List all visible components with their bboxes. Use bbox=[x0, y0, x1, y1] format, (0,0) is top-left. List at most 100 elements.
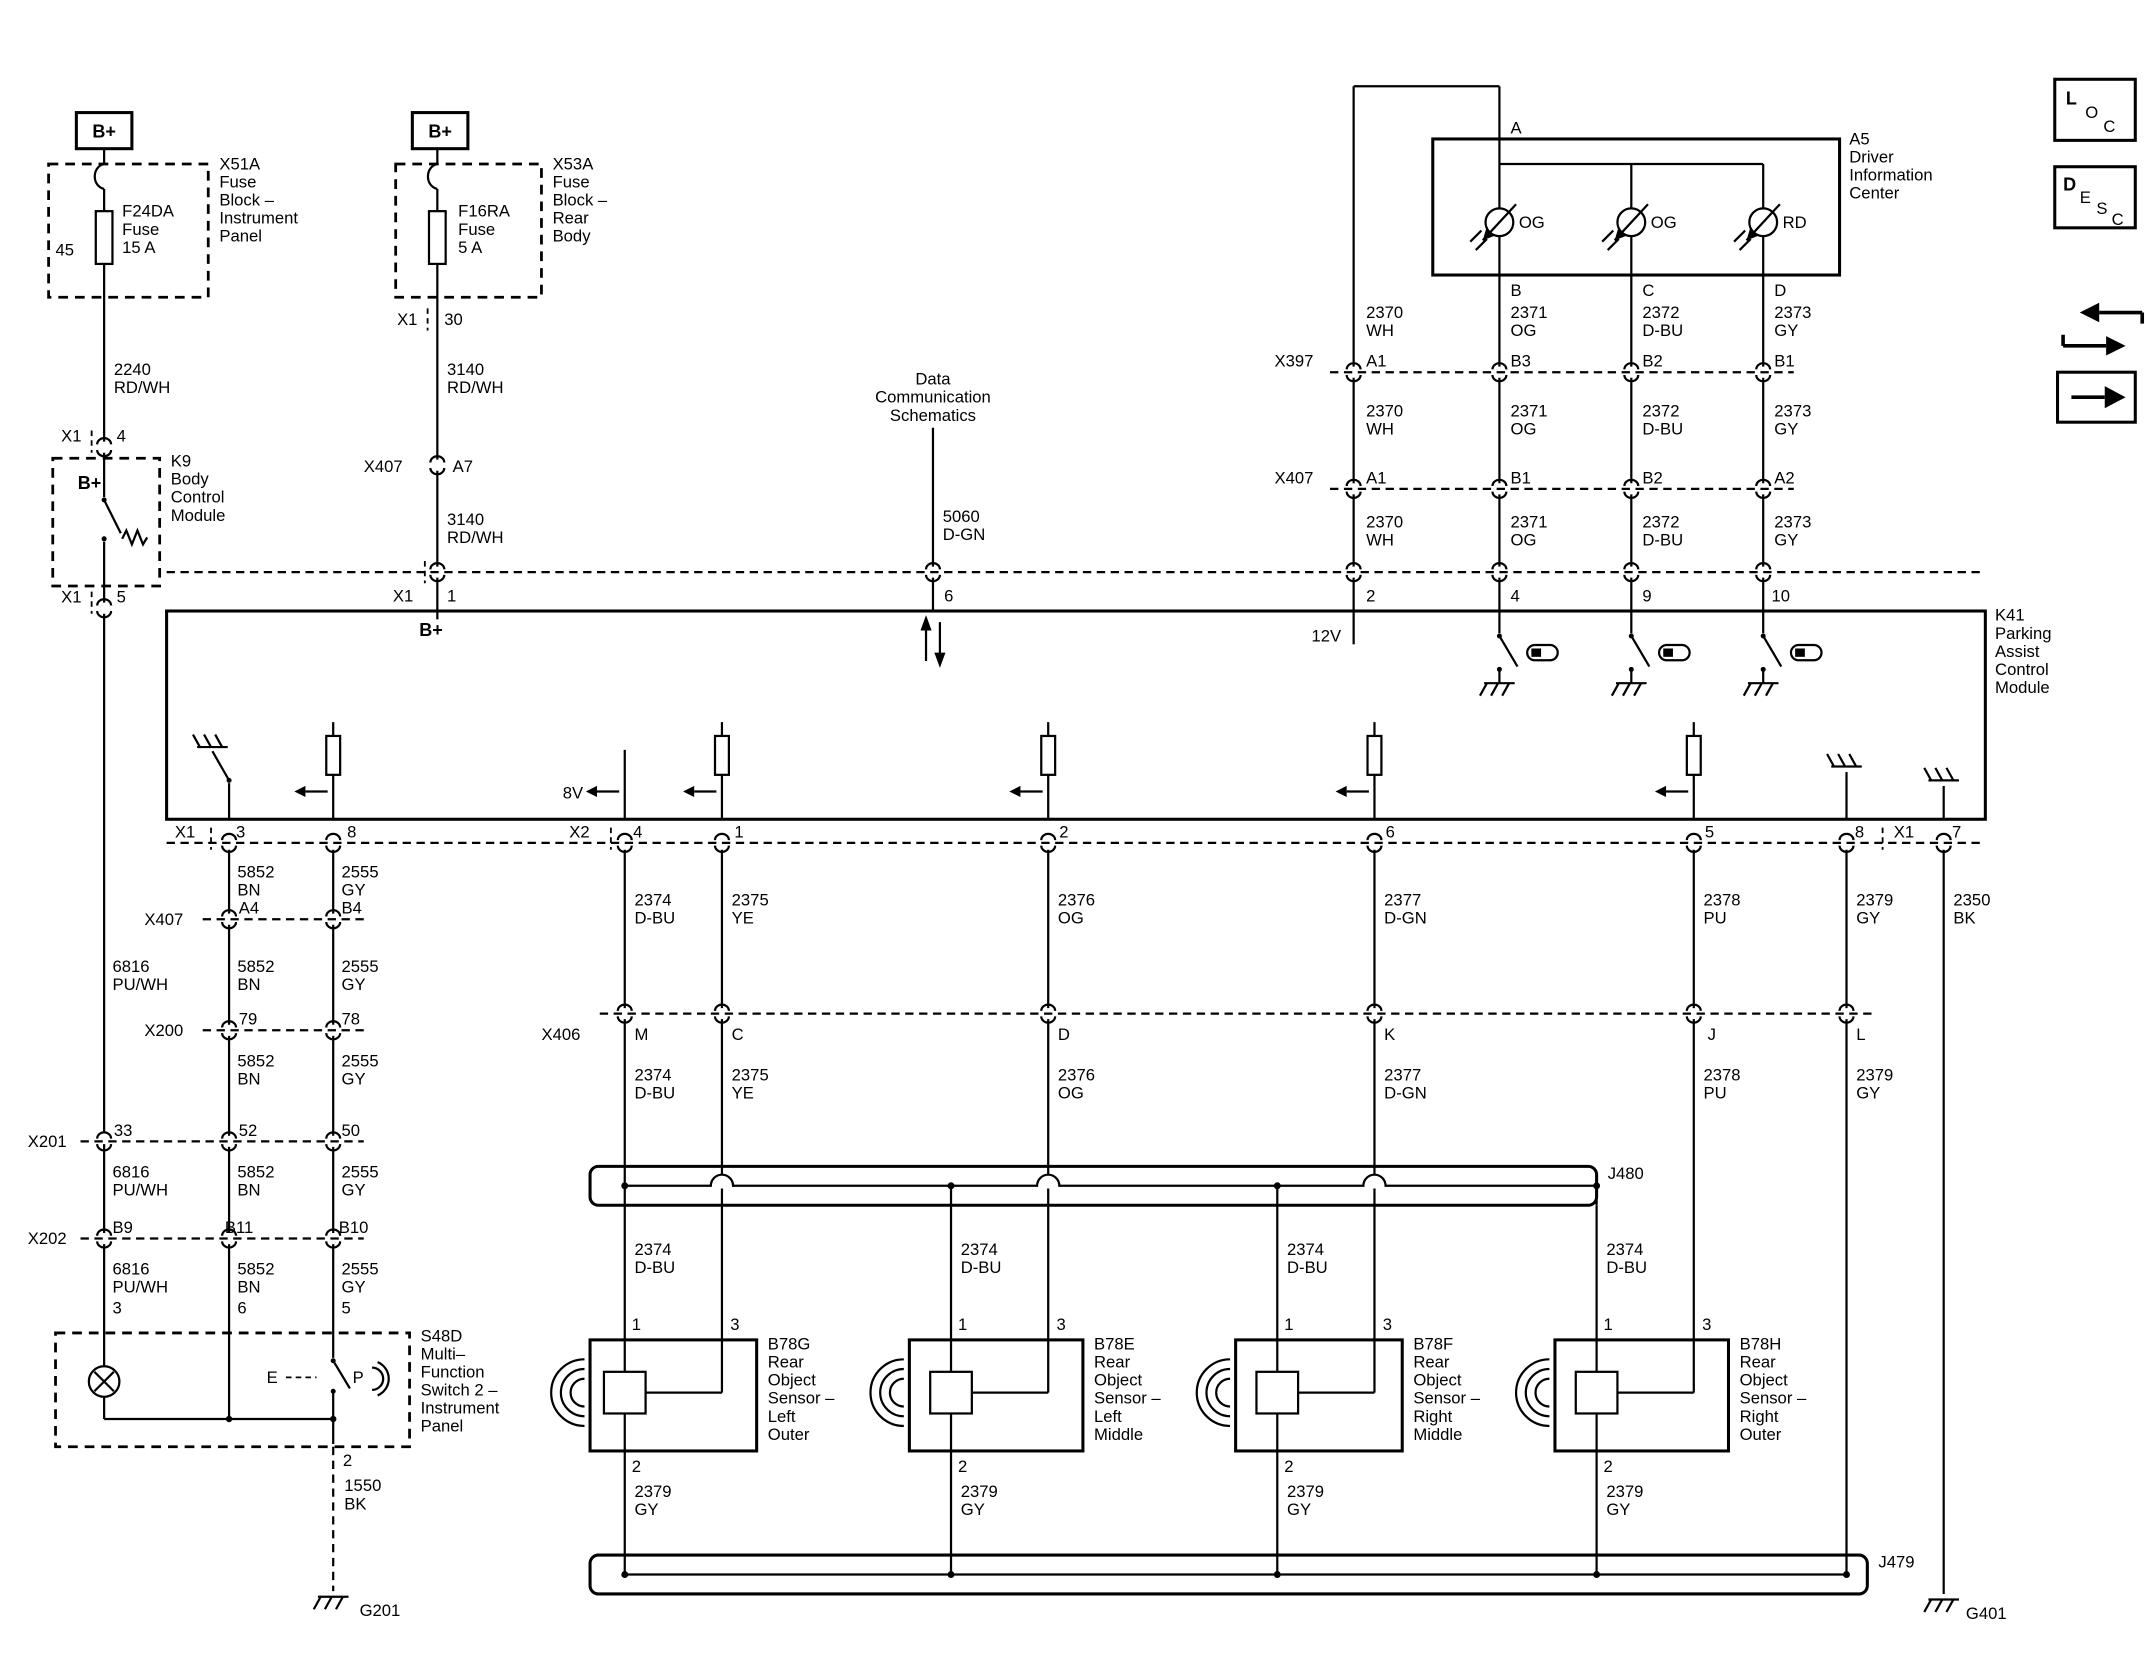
component-name: Function bbox=[421, 1362, 485, 1381]
wire-2555-gy: 2555 GY 2555 GY 2555 GY 2555 GY 2555 GY … bbox=[332, 849, 379, 1358]
pin-label: A7 bbox=[453, 457, 473, 476]
voltage-label: 8V bbox=[563, 783, 584, 802]
wire-label: 5060 bbox=[943, 507, 980, 526]
loc-button[interactable]: L O C bbox=[2053, 77, 2137, 142]
sensor-b78f: 1 3 B78F Rear Object Sensor – Right Midd… bbox=[1195, 1315, 1481, 1476]
wire-label: 2379 bbox=[634, 1482, 671, 1501]
component-name: Module bbox=[171, 506, 226, 525]
component-name: Driver bbox=[1849, 148, 1894, 167]
beeper-waves-icon bbox=[371, 1361, 390, 1397]
component-name: Rear bbox=[768, 1353, 805, 1372]
wire-label: 2374 bbox=[634, 1065, 671, 1084]
splice-j480: J480 bbox=[588, 1164, 1644, 1207]
connector-row-x406: X406 M C D K J L bbox=[541, 1003, 1872, 1044]
component-name: A5 bbox=[1849, 130, 1869, 149]
pin-label: 2 bbox=[1284, 1457, 1293, 1476]
pin-label: 3 bbox=[1383, 1315, 1392, 1334]
wire-2378-pu: 2378 PU 2378 PU bbox=[1692, 849, 1741, 1340]
component-name: Switch 2 – bbox=[421, 1380, 499, 1399]
component-name: S48D bbox=[421, 1326, 463, 1345]
wire-label: WH bbox=[1366, 531, 1394, 550]
wire-label: 6816 bbox=[112, 1260, 149, 1279]
pin-label: 3 bbox=[236, 822, 245, 841]
wire-label: PU bbox=[1704, 1083, 1727, 1102]
block-name: Fuse bbox=[553, 173, 590, 192]
pin-label: B1 bbox=[1511, 468, 1531, 487]
wire-label: GY bbox=[342, 1069, 366, 1088]
wire-6816-pu-wh: 6816 PU/WH 6816 PU/WH 6816 PU/WH 3 bbox=[103, 613, 168, 1367]
pin-label: 8 bbox=[347, 822, 356, 841]
pin-label: 4 bbox=[1511, 586, 1520, 605]
led-color: OG bbox=[1651, 213, 1677, 232]
conn-label: X407 bbox=[144, 910, 183, 929]
pin-label: 10 bbox=[1772, 586, 1791, 605]
component-name: Object bbox=[1094, 1371, 1143, 1390]
component-name: Instrument bbox=[421, 1398, 500, 1417]
next-arrow-button[interactable] bbox=[2056, 370, 2137, 424]
wire-label: 2378 bbox=[1704, 890, 1741, 909]
wire-label: 2350 bbox=[1953, 890, 1990, 909]
ground-label: G201 bbox=[360, 1601, 401, 1620]
bplus-label: B+ bbox=[78, 473, 102, 493]
next-arrow-icon bbox=[2104, 386, 2126, 409]
wire-3140-rd-wh: 3140 RD/WH X407 A7 3140 RD/WH bbox=[364, 148, 503, 620]
conn-label: X1 bbox=[1894, 822, 1914, 841]
wire-label: 2379 bbox=[961, 1482, 998, 1501]
wire-label: 2377 bbox=[1384, 890, 1421, 909]
bplus-label: B+ bbox=[92, 122, 116, 142]
desc-letter: E bbox=[2080, 188, 2091, 207]
wire-label: 2240 bbox=[114, 360, 151, 379]
terminal-hook-icon bbox=[426, 162, 438, 191]
conn-label: X201 bbox=[28, 1132, 67, 1151]
wire-label: BN bbox=[237, 1278, 260, 1297]
desc-button[interactable]: D E S C bbox=[2053, 165, 2137, 230]
wire-2370-wh: 2370 WH 2370 WH 2370 WH bbox=[1352, 85, 1501, 612]
desc-letter: D bbox=[2063, 174, 2076, 194]
wire-label: BN bbox=[237, 1180, 260, 1199]
wire-label: 2370 bbox=[1366, 402, 1403, 421]
block-name: X51A bbox=[219, 155, 261, 174]
connector-row-x200: X200 79 78 bbox=[144, 1010, 364, 1041]
wire-label: 2374 bbox=[1606, 1240, 1643, 1259]
wire-label: 2376 bbox=[1058, 890, 1095, 909]
switch-blade bbox=[332, 1360, 351, 1390]
component-name: K41 bbox=[1995, 606, 2025, 625]
pin-label: B2 bbox=[1642, 352, 1662, 371]
fuse-name: F24DA bbox=[122, 202, 175, 221]
pin-label: 5 bbox=[117, 588, 126, 607]
wire-label: GY bbox=[342, 975, 366, 994]
wire-label: GY bbox=[1774, 420, 1798, 439]
wire-label: 2555 bbox=[342, 957, 379, 976]
wire-label: 2379 bbox=[1287, 1482, 1324, 1501]
ground-label: G401 bbox=[1966, 1604, 2007, 1623]
wire-label: 2370 bbox=[1366, 303, 1403, 322]
wire-2379-gy-branches: 2379 GY 2379 GY 2379 GY 2379 GY bbox=[623, 1413, 1643, 1556]
component-name: Object bbox=[1413, 1371, 1462, 1390]
connector-row-x201: X201 33 52 50 bbox=[28, 1121, 364, 1152]
pin-label: 52 bbox=[239, 1121, 258, 1140]
desc-letter: S bbox=[2096, 199, 2107, 218]
wire-1550-bk: 2 1550 BK G201 bbox=[312, 1446, 401, 1620]
internal-grounds bbox=[1825, 752, 1961, 820]
block-name: Body bbox=[553, 227, 592, 246]
wire-label: 2375 bbox=[732, 890, 769, 909]
pin-label: B bbox=[1511, 281, 1522, 300]
wire-label: D-BU bbox=[1642, 321, 1683, 340]
wire-label: 2555 bbox=[342, 1051, 379, 1070]
wire-label: 1550 bbox=[344, 1476, 381, 1495]
wire-2372-d-bu: 2372 D-BU 2372 D-BU 2372 D-BU bbox=[1630, 275, 1683, 612]
led-color: OG bbox=[1519, 213, 1545, 232]
component-name: Outer bbox=[768, 1425, 810, 1444]
data-comm-title: Communication bbox=[875, 388, 991, 407]
wire-label: 5852 bbox=[237, 863, 274, 882]
pin-label: A bbox=[1511, 118, 1523, 137]
wire-label: 2370 bbox=[1366, 513, 1403, 532]
splice-label: J479 bbox=[1878, 1553, 1914, 1572]
wire-label: GY bbox=[961, 1500, 985, 1519]
wire-label: 2371 bbox=[1511, 513, 1548, 532]
jump-arrows-icon[interactable] bbox=[2061, 302, 2145, 356]
component-name: Multi– bbox=[421, 1344, 466, 1363]
wire-label: 2555 bbox=[342, 1162, 379, 1181]
conn-label: X1 bbox=[61, 588, 81, 607]
component-name: Outer bbox=[1740, 1425, 1782, 1444]
